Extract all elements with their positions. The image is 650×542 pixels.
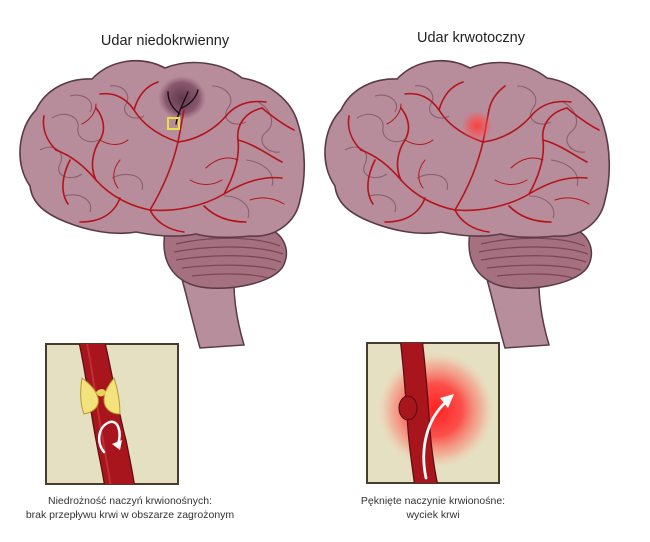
- ischemic-caption-line1: Niedrożność naczyń krwionośnych:: [48, 495, 212, 507]
- ischemic-caption: Niedrożność naczyń krwionośnych: brak pr…: [0, 494, 260, 522]
- gyri: [39, 85, 281, 219]
- ischemic-brain-icon: [19, 59, 306, 349]
- flow-arrow-icon: [422, 400, 448, 480]
- hemorrhagic-brain-icon: [324, 59, 611, 349]
- hemorrhagic-title: Udar krwotoczny: [417, 30, 525, 46]
- hemorrhagic-caption-line1: Pęknięte naczynie krwionośne:: [360, 495, 506, 507]
- ischemic-caption-line2: brak przepływu krwi w obszarze zagrożony…: [25, 509, 235, 521]
- bleed-inset: [366, 342, 500, 484]
- vessels: [42, 81, 295, 233]
- clot-icon: [80, 376, 121, 415]
- cerebellum-folds: [173, 237, 284, 279]
- hemorrhagic-caption: Pęknięte naczynie krwionośne: wyciek krw…: [318, 494, 548, 522]
- flow-arrow-icon: [97, 420, 121, 454]
- clot-inset: [45, 343, 179, 485]
- hemorrhage-spot: [461, 110, 493, 142]
- clot-location-marker: [167, 117, 180, 130]
- bleed-icon: [378, 352, 494, 468]
- ischemic-title: Udar niedokrwienny: [100, 33, 230, 49]
- hemorrhagic-caption-line2: wyciek krwi: [406, 509, 460, 521]
- blocked-vessels: [167, 89, 199, 125]
